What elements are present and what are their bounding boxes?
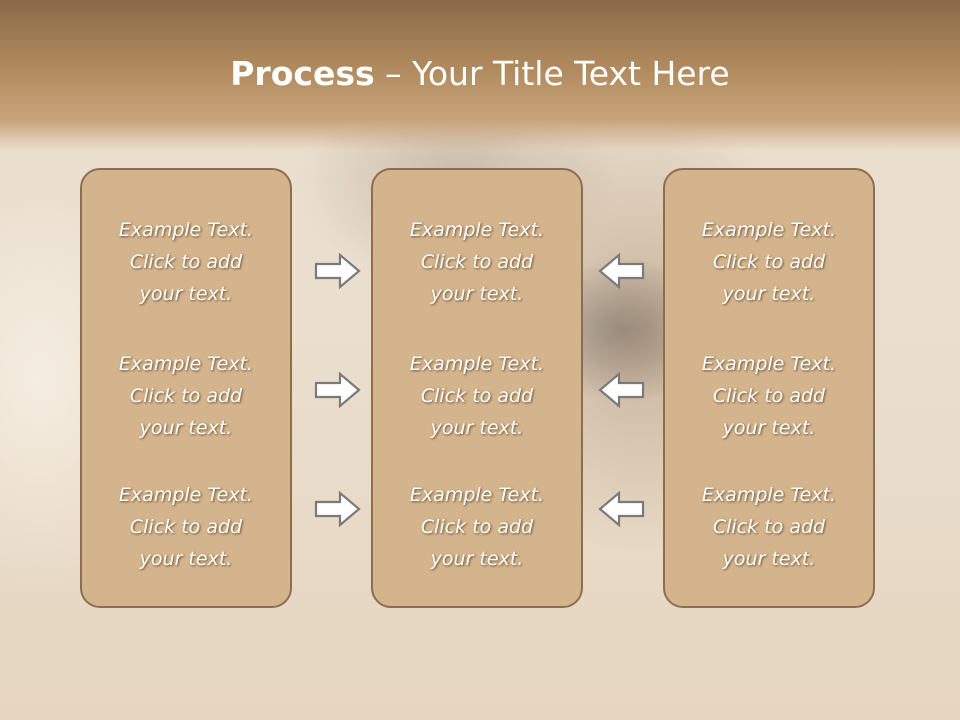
left-arrow-icon[interactable] <box>597 252 645 290</box>
text-line: your text. <box>722 548 816 570</box>
text-block[interactable]: Example Text. Click to add your text. <box>373 348 581 444</box>
right-arrow-icon[interactable] <box>314 371 362 409</box>
text-line: Example Text. <box>118 219 254 241</box>
text-line: Click to add <box>712 251 826 273</box>
process-box-right[interactable]: Example Text. Click to add your text. Ex… <box>663 168 875 608</box>
text-line: Click to add <box>712 516 826 538</box>
process-box-left[interactable]: Example Text. Click to add your text. Ex… <box>80 168 292 608</box>
left-arrow-icon[interactable] <box>597 490 645 528</box>
text-block[interactable]: Example Text. Click to add your text. <box>373 214 581 310</box>
text-line: Example Text. <box>118 353 254 375</box>
title-band <box>0 0 960 150</box>
text-line: Example Text. <box>701 484 837 506</box>
text-line: your text. <box>139 417 233 439</box>
slide-title[interactable]: Process – Your Title Text Here <box>0 52 960 96</box>
text-block[interactable]: Example Text. Click to add your text. <box>82 214 290 310</box>
text-line: your text. <box>722 283 816 305</box>
text-line: your text. <box>430 548 524 570</box>
text-line: Example Text. <box>409 353 545 375</box>
text-block[interactable]: Example Text. Click to add your text. <box>665 479 873 575</box>
text-line: Example Text. <box>701 353 837 375</box>
text-block[interactable]: Example Text. Click to add your text. <box>665 348 873 444</box>
text-line: your text. <box>139 548 233 570</box>
text-line: Click to add <box>420 516 534 538</box>
text-line: Example Text. <box>701 219 837 241</box>
text-line: Click to add <box>420 251 534 273</box>
text-line: your text. <box>430 417 524 439</box>
text-line: Click to add <box>420 385 534 407</box>
text-line: your text. <box>430 283 524 305</box>
process-box-center[interactable]: Example Text. Click to add your text. Ex… <box>371 168 583 608</box>
text-line: Example Text. <box>409 219 545 241</box>
text-line: Click to add <box>712 385 826 407</box>
left-arrow-icon[interactable] <box>597 371 645 409</box>
text-block[interactable]: Example Text. Click to add your text. <box>82 479 290 575</box>
text-block[interactable]: Example Text. Click to add your text. <box>665 214 873 310</box>
right-arrow-icon[interactable] <box>314 252 362 290</box>
text-block[interactable]: Example Text. Click to add your text. <box>82 348 290 444</box>
text-line: Example Text. <box>409 484 545 506</box>
text-line: Click to add <box>129 251 243 273</box>
text-line: Example Text. <box>118 484 254 506</box>
text-block[interactable]: Example Text. Click to add your text. <box>373 479 581 575</box>
text-line: your text. <box>139 283 233 305</box>
text-line: Click to add <box>129 385 243 407</box>
title-bold: Process <box>230 54 375 93</box>
text-line: your text. <box>722 417 816 439</box>
title-rest: – Your Title Text Here <box>374 54 730 93</box>
text-line: Click to add <box>129 516 243 538</box>
right-arrow-icon[interactable] <box>314 490 362 528</box>
